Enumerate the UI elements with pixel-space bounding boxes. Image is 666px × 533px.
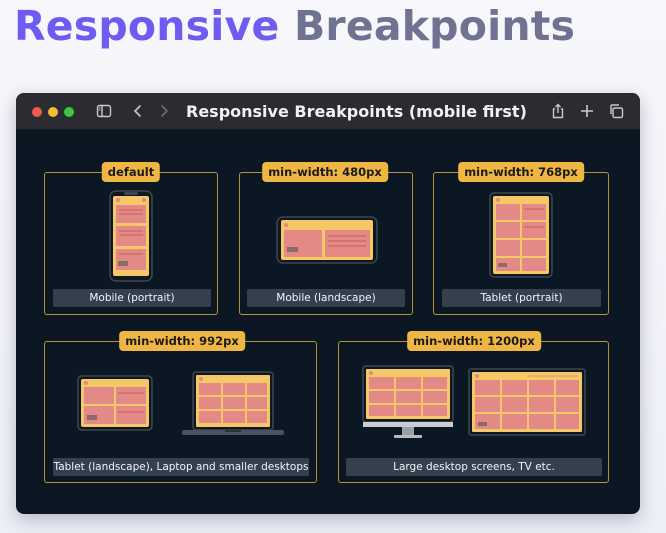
- laptop-device: [181, 371, 285, 437]
- breakpoint-caption-480: Mobile (landscape): [247, 289, 405, 307]
- tablet-landscape-device: [77, 375, 153, 431]
- tablet-portrait-device: [489, 192, 553, 278]
- browser-titlebar: Responsive Breakpoints (mobile first): [16, 93, 640, 130]
- breakpoint-caption-992: Tablet (landscape), Laptop and smaller d…: [53, 458, 309, 476]
- new-tab-icon[interactable]: [579, 103, 595, 119]
- desktop-monitor-device: [362, 365, 454, 439]
- mobile-landscape-device: [276, 216, 378, 264]
- title-word-responsive: Responsive: [14, 2, 280, 50]
- maximize-window-button[interactable]: [64, 107, 74, 117]
- breakpoint-badge-1200: min-width: 1200px: [407, 331, 541, 351]
- back-icon[interactable]: [130, 103, 146, 119]
- mobile-portrait-device: [109, 190, 153, 282]
- share-icon[interactable]: [550, 103, 566, 119]
- sidebar-icon[interactable]: [96, 103, 112, 119]
- breakpoint-caption-1200: Large desktop screens, TV etc.: [346, 458, 602, 476]
- forward-icon[interactable]: [156, 103, 172, 119]
- page-title: Responsive Breakpoints: [14, 2, 575, 50]
- tv-screen-device: [468, 368, 586, 438]
- minimize-window-button[interactable]: [48, 107, 58, 117]
- browser-tab-title: Responsive Breakpoints (mobile first): [186, 102, 527, 121]
- breakpoint-caption-default: Mobile (portrait): [53, 289, 211, 307]
- breakpoint-badge-992: min-width: 992px: [119, 331, 245, 351]
- title-word-breakpoints: Breakpoints: [293, 2, 576, 50]
- close-window-button[interactable]: [32, 107, 42, 117]
- breakpoint-badge-768: min-width: 768px: [458, 162, 584, 182]
- breakpoint-badge-default: default: [101, 162, 161, 182]
- breakpoint-badge-480: min-width: 480px: [262, 162, 388, 182]
- breakpoint-caption-768: Tablet (portrait): [442, 289, 601, 307]
- browser-window: Responsive Breakpoints (mobile first) de…: [16, 93, 640, 514]
- tabs-overview-icon[interactable]: [608, 103, 624, 119]
